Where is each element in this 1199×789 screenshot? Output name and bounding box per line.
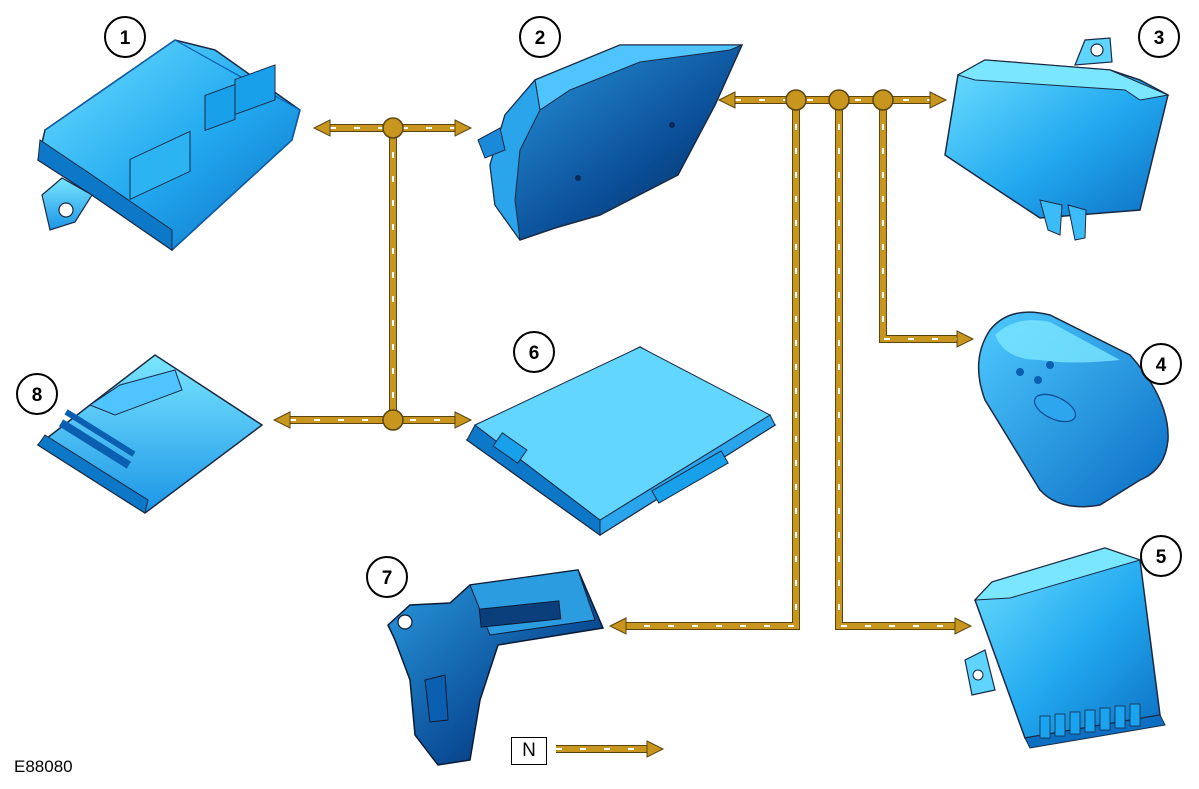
callout-6-label: 6 (529, 343, 540, 364)
node-right-2 (828, 89, 850, 111)
arrow-to-module-4 (956, 330, 975, 348)
callout-8: 8 (16, 373, 58, 415)
callout-8-label: 8 (32, 385, 43, 406)
callout-6: 6 (513, 331, 555, 373)
bus-right-drop-7 (626, 100, 799, 629)
legend-network-symbol: N (511, 737, 547, 765)
callout-4: 4 (1140, 343, 1182, 385)
module-4-smart-key-fob (977, 311, 1169, 508)
callout-7: 7 (366, 556, 408, 598)
arrow-to-module-7 (608, 617, 627, 635)
module-3-keyless-entry-module (944, 37, 1170, 241)
callout-2-label: 2 (535, 28, 546, 49)
module-7-diagnostic-connector (387, 569, 605, 766)
module-5-control-module (964, 547, 1166, 749)
bus-right-drop-5 (836, 100, 955, 629)
module-1-body-control-module (37, 39, 301, 251)
arrow-to-module-3 (929, 91, 948, 109)
callout-7-label: 7 (382, 568, 393, 589)
callout-5-label: 5 (1156, 547, 1167, 568)
bus-right-drop-4 (880, 100, 957, 342)
arrow-to-module-1 (312, 119, 331, 137)
arrow-to-module-6 (454, 411, 473, 429)
module-6-control-module (465, 346, 777, 536)
legend-arrowhead (646, 740, 665, 758)
bus-right-drop-5-dashes (838, 100, 955, 627)
node-left-top (382, 117, 404, 139)
network-lines (272, 89, 975, 758)
bus-right-drop-5-outline (835, 100, 955, 630)
callout-3: 3 (1138, 16, 1180, 58)
arrow-to-module-2-right (717, 91, 736, 109)
node-left-bottom (382, 409, 404, 431)
callout-5: 5 (1140, 535, 1182, 577)
arrow-to-module-8 (272, 411, 291, 429)
callout-1-label: 1 (120, 28, 131, 49)
callout-2: 2 (519, 16, 561, 58)
callout-4-label: 4 (1156, 355, 1167, 376)
figure-reference: E88080 (14, 757, 73, 776)
node-right-3 (872, 89, 894, 111)
bus-right-drop-4-outline (879, 100, 957, 343)
arrow-to-module-2 (454, 119, 473, 137)
module-8-control-module (36, 354, 264, 514)
module-2-instrument-cluster (477, 44, 744, 241)
callout-3-label: 3 (1154, 28, 1165, 49)
bus-right-drop-4-dashes (882, 100, 957, 340)
node-right-1 (785, 89, 807, 111)
callout-1: 1 (104, 16, 146, 58)
arrow-to-module-5 (954, 617, 973, 635)
